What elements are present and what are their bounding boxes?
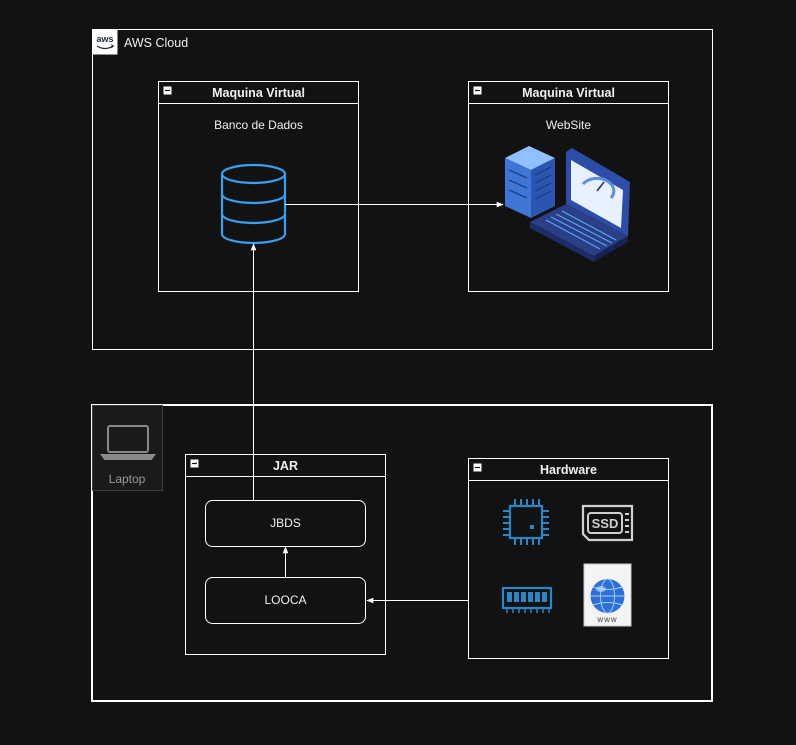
cpu-icon[interactable] xyxy=(503,499,549,545)
connectors xyxy=(250,201,504,604)
aws-logo-icon: aws xyxy=(92,29,118,55)
website-label: WebSite xyxy=(546,118,591,132)
hardware-title: Hardware xyxy=(540,463,597,477)
aws-cloud-label: AWS Cloud xyxy=(124,36,188,50)
ram-icon[interactable] xyxy=(501,586,553,613)
laptop-icon xyxy=(100,425,156,460)
looca-label: LOOCA xyxy=(264,593,306,607)
svg-text:www: www xyxy=(596,615,617,624)
collapse-icon[interactable] xyxy=(473,86,482,95)
database-label: Banco de Dados xyxy=(214,118,303,132)
jbds-node[interactable]: JBDS xyxy=(205,500,366,547)
vm-database-title: Maquina Virtual xyxy=(212,86,305,100)
collapse-icon[interactable] xyxy=(163,86,172,95)
svg-text:SSD: SSD xyxy=(592,516,619,531)
vm-website-title: Maquina Virtual xyxy=(522,86,615,100)
collapse-icon[interactable] xyxy=(190,459,199,468)
jar-container[interactable]: JAR JBDS LOOCA xyxy=(185,454,386,655)
hardware-container[interactable]: Hardware xyxy=(468,458,669,659)
svg-text:aws: aws xyxy=(96,34,113,44)
vm-website-container[interactable]: Maquina Virtual WebSite xyxy=(468,81,669,292)
network-globe-icon[interactable]: www xyxy=(583,563,632,627)
aws-cloud-group[interactable]: aws AWS Cloud xyxy=(92,29,713,350)
ssd-icon[interactable]: SSD xyxy=(581,504,634,542)
looca-node[interactable]: LOOCA xyxy=(205,577,366,624)
vm-database-container[interactable]: Maquina Virtual Banco de Dados xyxy=(158,81,359,292)
collapse-icon[interactable] xyxy=(473,463,482,472)
jar-title: JAR xyxy=(273,459,298,473)
laptop-group[interactable]: Laptop xyxy=(91,404,713,702)
jbds-label: JBDS xyxy=(270,516,301,530)
database-icon[interactable] xyxy=(220,163,287,245)
laptop-label: Laptop xyxy=(109,472,146,486)
website-dashboard-icon[interactable] xyxy=(505,146,630,262)
